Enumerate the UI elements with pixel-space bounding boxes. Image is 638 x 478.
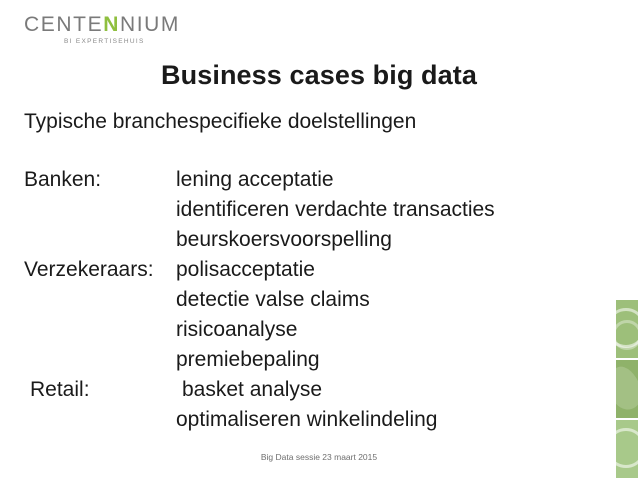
logo-text-part2: NIUM	[119, 13, 181, 36]
list-item: beurskoersvoorspelling	[24, 228, 614, 258]
logo-text-part1: CENTE	[24, 13, 104, 36]
list-item: Verzekeraars: polisacceptatie	[24, 258, 614, 288]
leaf-shape	[616, 362, 638, 414]
list-item: premiebepaling	[24, 348, 614, 378]
slide-subtitle: Typische branchespecifieke doelstellinge…	[24, 110, 417, 133]
row-value: lening acceptatie	[176, 168, 334, 191]
row-value: premiebepaling	[176, 348, 320, 371]
row-value: basket analyse	[182, 378, 323, 401]
row-label: Banken:	[24, 168, 102, 191]
row-value: detectie valse claims	[176, 288, 370, 311]
row-value: identificeren verdachte transacties	[176, 198, 495, 221]
list-item: risicoanalyse	[24, 318, 614, 348]
logo-accent-letter: N	[103, 13, 120, 36]
row-value: beurskoersvoorspelling	[176, 228, 392, 251]
decorative-image-strip	[616, 300, 638, 478]
list-item: identificeren verdachte transacties	[24, 198, 614, 228]
list-item: detectie valse claims	[24, 288, 614, 318]
list-item: Banken: lening acceptatie	[24, 168, 614, 198]
row-value: optimaliseren winkelindeling	[176, 408, 438, 431]
content-list: Banken: lening acceptatie identificeren …	[24, 168, 614, 438]
slide-footer: Big Data sessie 23 maart 2015	[260, 452, 378, 462]
swirl-shape-inner	[616, 320, 638, 350]
swirl-shape	[616, 428, 638, 468]
decorative-tile-top	[616, 300, 638, 358]
list-item: Retail: basket analyse	[24, 378, 614, 408]
list-item: optimaliseren winkelindeling	[24, 408, 614, 438]
logo-tagline: BI EXPERTISEHUIS	[64, 38, 145, 45]
row-label: Verzekeraars:	[24, 258, 154, 281]
company-logo: CENTENNIUM BI EXPERTISEHUIS	[24, 13, 178, 52]
decorative-tile-middle	[616, 360, 638, 418]
decorative-tile-bottom	[616, 420, 638, 478]
row-value: risicoanalyse	[176, 318, 298, 341]
slide-title: Business cases big data	[161, 60, 477, 90]
row-value: polisacceptatie	[176, 258, 315, 281]
row-label: Retail:	[30, 378, 90, 401]
logo-wordmark: CENTENNIUM	[24, 13, 178, 36]
